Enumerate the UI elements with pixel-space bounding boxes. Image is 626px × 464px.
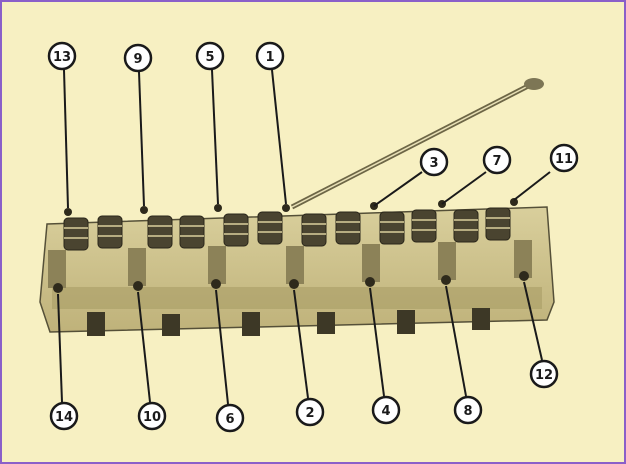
callout-5: 5 [195, 41, 225, 71]
svg-text:3: 3 [429, 156, 438, 171]
cylinder-head-body [39, 198, 555, 336]
leader-lines [57, 69, 551, 405]
callout-6: 6 [215, 403, 245, 433]
svg-text:12: 12 [535, 368, 553, 383]
pushrod [290, 78, 544, 210]
callout-group: 13 9 5 1 3 7 11 14 [47, 41, 579, 433]
svg-text:8: 8 [463, 404, 472, 419]
svg-text:4: 4 [381, 404, 390, 419]
svg-text:11: 11 [555, 152, 573, 167]
callout-2: 2 [295, 397, 325, 427]
svg-text:14: 14 [55, 410, 73, 425]
svg-text:6: 6 [225, 412, 234, 427]
svg-text:2: 2 [305, 406, 314, 421]
svg-text:13: 13 [53, 50, 71, 65]
svg-text:5: 5 [205, 50, 214, 65]
svg-text:9: 9 [133, 52, 142, 67]
svg-text:7: 7 [492, 154, 501, 169]
callout-8: 8 [453, 395, 483, 425]
svg-text:1: 1 [265, 50, 274, 65]
callout-3: 3 [419, 147, 449, 177]
callout-7: 7 [482, 145, 512, 175]
callout-11: 11 [549, 143, 579, 173]
callout-14: 14 [49, 401, 79, 431]
callout-4: 4 [371, 395, 401, 425]
callout-12: 12 [529, 359, 559, 389]
callout-10: 10 [137, 401, 167, 431]
callout-13: 13 [47, 41, 77, 71]
callout-1: 1 [255, 41, 285, 71]
callout-9: 9 [123, 43, 153, 73]
svg-text:10: 10 [143, 410, 161, 425]
